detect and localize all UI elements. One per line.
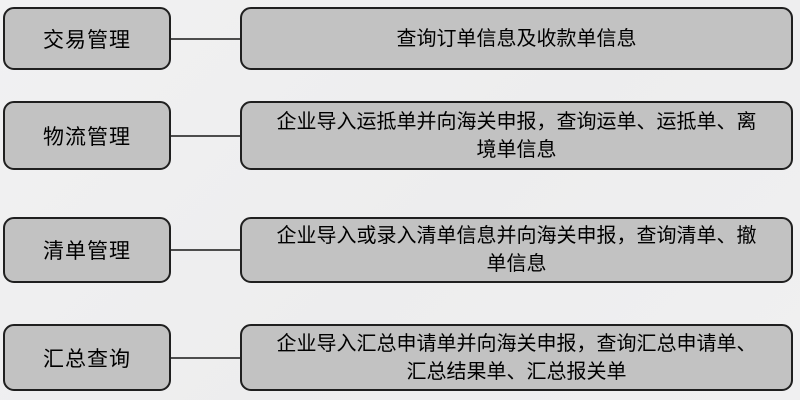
- diagram-row-summary: 汇总查询 企业导入汇总申请单并向海关申报，查询汇总申请单、汇总结果单、汇总报关单: [3, 324, 793, 391]
- connector-line: [171, 356, 240, 359]
- label-text: 汇总查询: [43, 347, 131, 371]
- label-box-summary: 汇总查询: [3, 324, 171, 391]
- label-text: 交易管理: [43, 28, 131, 52]
- diagram-row-logistics: 物流管理 企业导入运抵单并向海关申报，查询运单、运抵单、离境单信息: [3, 101, 793, 170]
- description-text: 企业导入汇总申请单并向海关申报，查询汇总申请单、汇总结果单、汇总报关单: [276, 332, 757, 383]
- description-box-logistics: 企业导入运抵单并向海关申报，查询运单、运抵单、离境单信息: [240, 101, 793, 170]
- connector-line: [171, 37, 240, 40]
- description-box-summary: 企业导入汇总申请单并向海关申报，查询汇总申请单、汇总结果单、汇总报关单: [240, 324, 793, 391]
- label-text: 物流管理: [43, 125, 131, 149]
- description-box-manifest: 企业导入或录入清单信息并向海关申报，查询清单、撤单信息: [240, 217, 793, 283]
- label-text: 清单管理: [43, 240, 131, 263]
- label-box-manifest: 清单管理: [3, 217, 171, 283]
- connector-line: [171, 249, 240, 251]
- connector-line: [171, 134, 240, 137]
- label-box-logistics: 物流管理: [3, 101, 171, 170]
- description-box-trade: 查询订单信息及收款单信息: [240, 7, 793, 70]
- diagram-row-manifest: 清单管理 企业导入或录入清单信息并向海关申报，查询清单、撤单信息: [3, 217, 793, 283]
- diagram-row-trade: 交易管理 查询订单信息及收款单信息: [3, 7, 793, 70]
- description-text: 企业导入运抵单并向海关申报，查询运单、运抵单、离境单信息: [276, 110, 757, 161]
- description-text: 企业导入或录入清单信息并向海关申报，查询清单、撤单信息: [276, 225, 757, 275]
- description-text: 查询订单信息及收款单信息: [396, 27, 637, 50]
- label-box-trade: 交易管理: [3, 7, 171, 70]
